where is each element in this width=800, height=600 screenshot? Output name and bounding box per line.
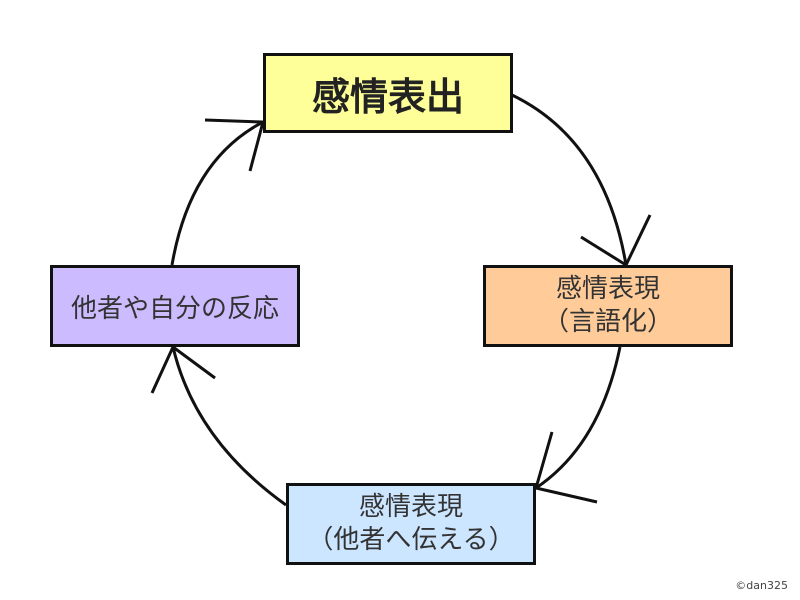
arrowhead-top-to-right bbox=[580, 214, 652, 267]
node-emotion-expression-output: 感情表出 bbox=[263, 53, 513, 133]
arrowhead-bottom-to-left bbox=[150, 345, 216, 394]
arc-top-to-right bbox=[511, 93, 628, 266]
node-reaction: 他者や自分の反応 bbox=[50, 265, 300, 347]
arc-bottom-to-left bbox=[171, 346, 287, 507]
arrowhead-right-to-bottom bbox=[534, 431, 598, 504]
arc-right-to-bottom bbox=[535, 346, 622, 490]
node-label: 感情表現 bbox=[555, 274, 660, 304]
node-sublabel: （他者へ伝える） bbox=[307, 525, 515, 555]
arc-left-to-top bbox=[170, 120, 264, 266]
arrowhead-left-to-top bbox=[204, 118, 265, 172]
node-emotion-expression-verbalize: 感情表現 （言語化） bbox=[483, 265, 733, 347]
copyright-text: ©dan325 bbox=[735, 579, 788, 592]
node-label: 他者や自分の反応 bbox=[70, 293, 279, 324]
node-sublabel: （言語化） bbox=[542, 307, 673, 337]
node-label: 感情表現 bbox=[358, 492, 463, 522]
node-emotion-expression-convey: 感情表現 （他者へ伝える） bbox=[286, 483, 536, 565]
node-label: 感情表出 bbox=[311, 74, 464, 119]
